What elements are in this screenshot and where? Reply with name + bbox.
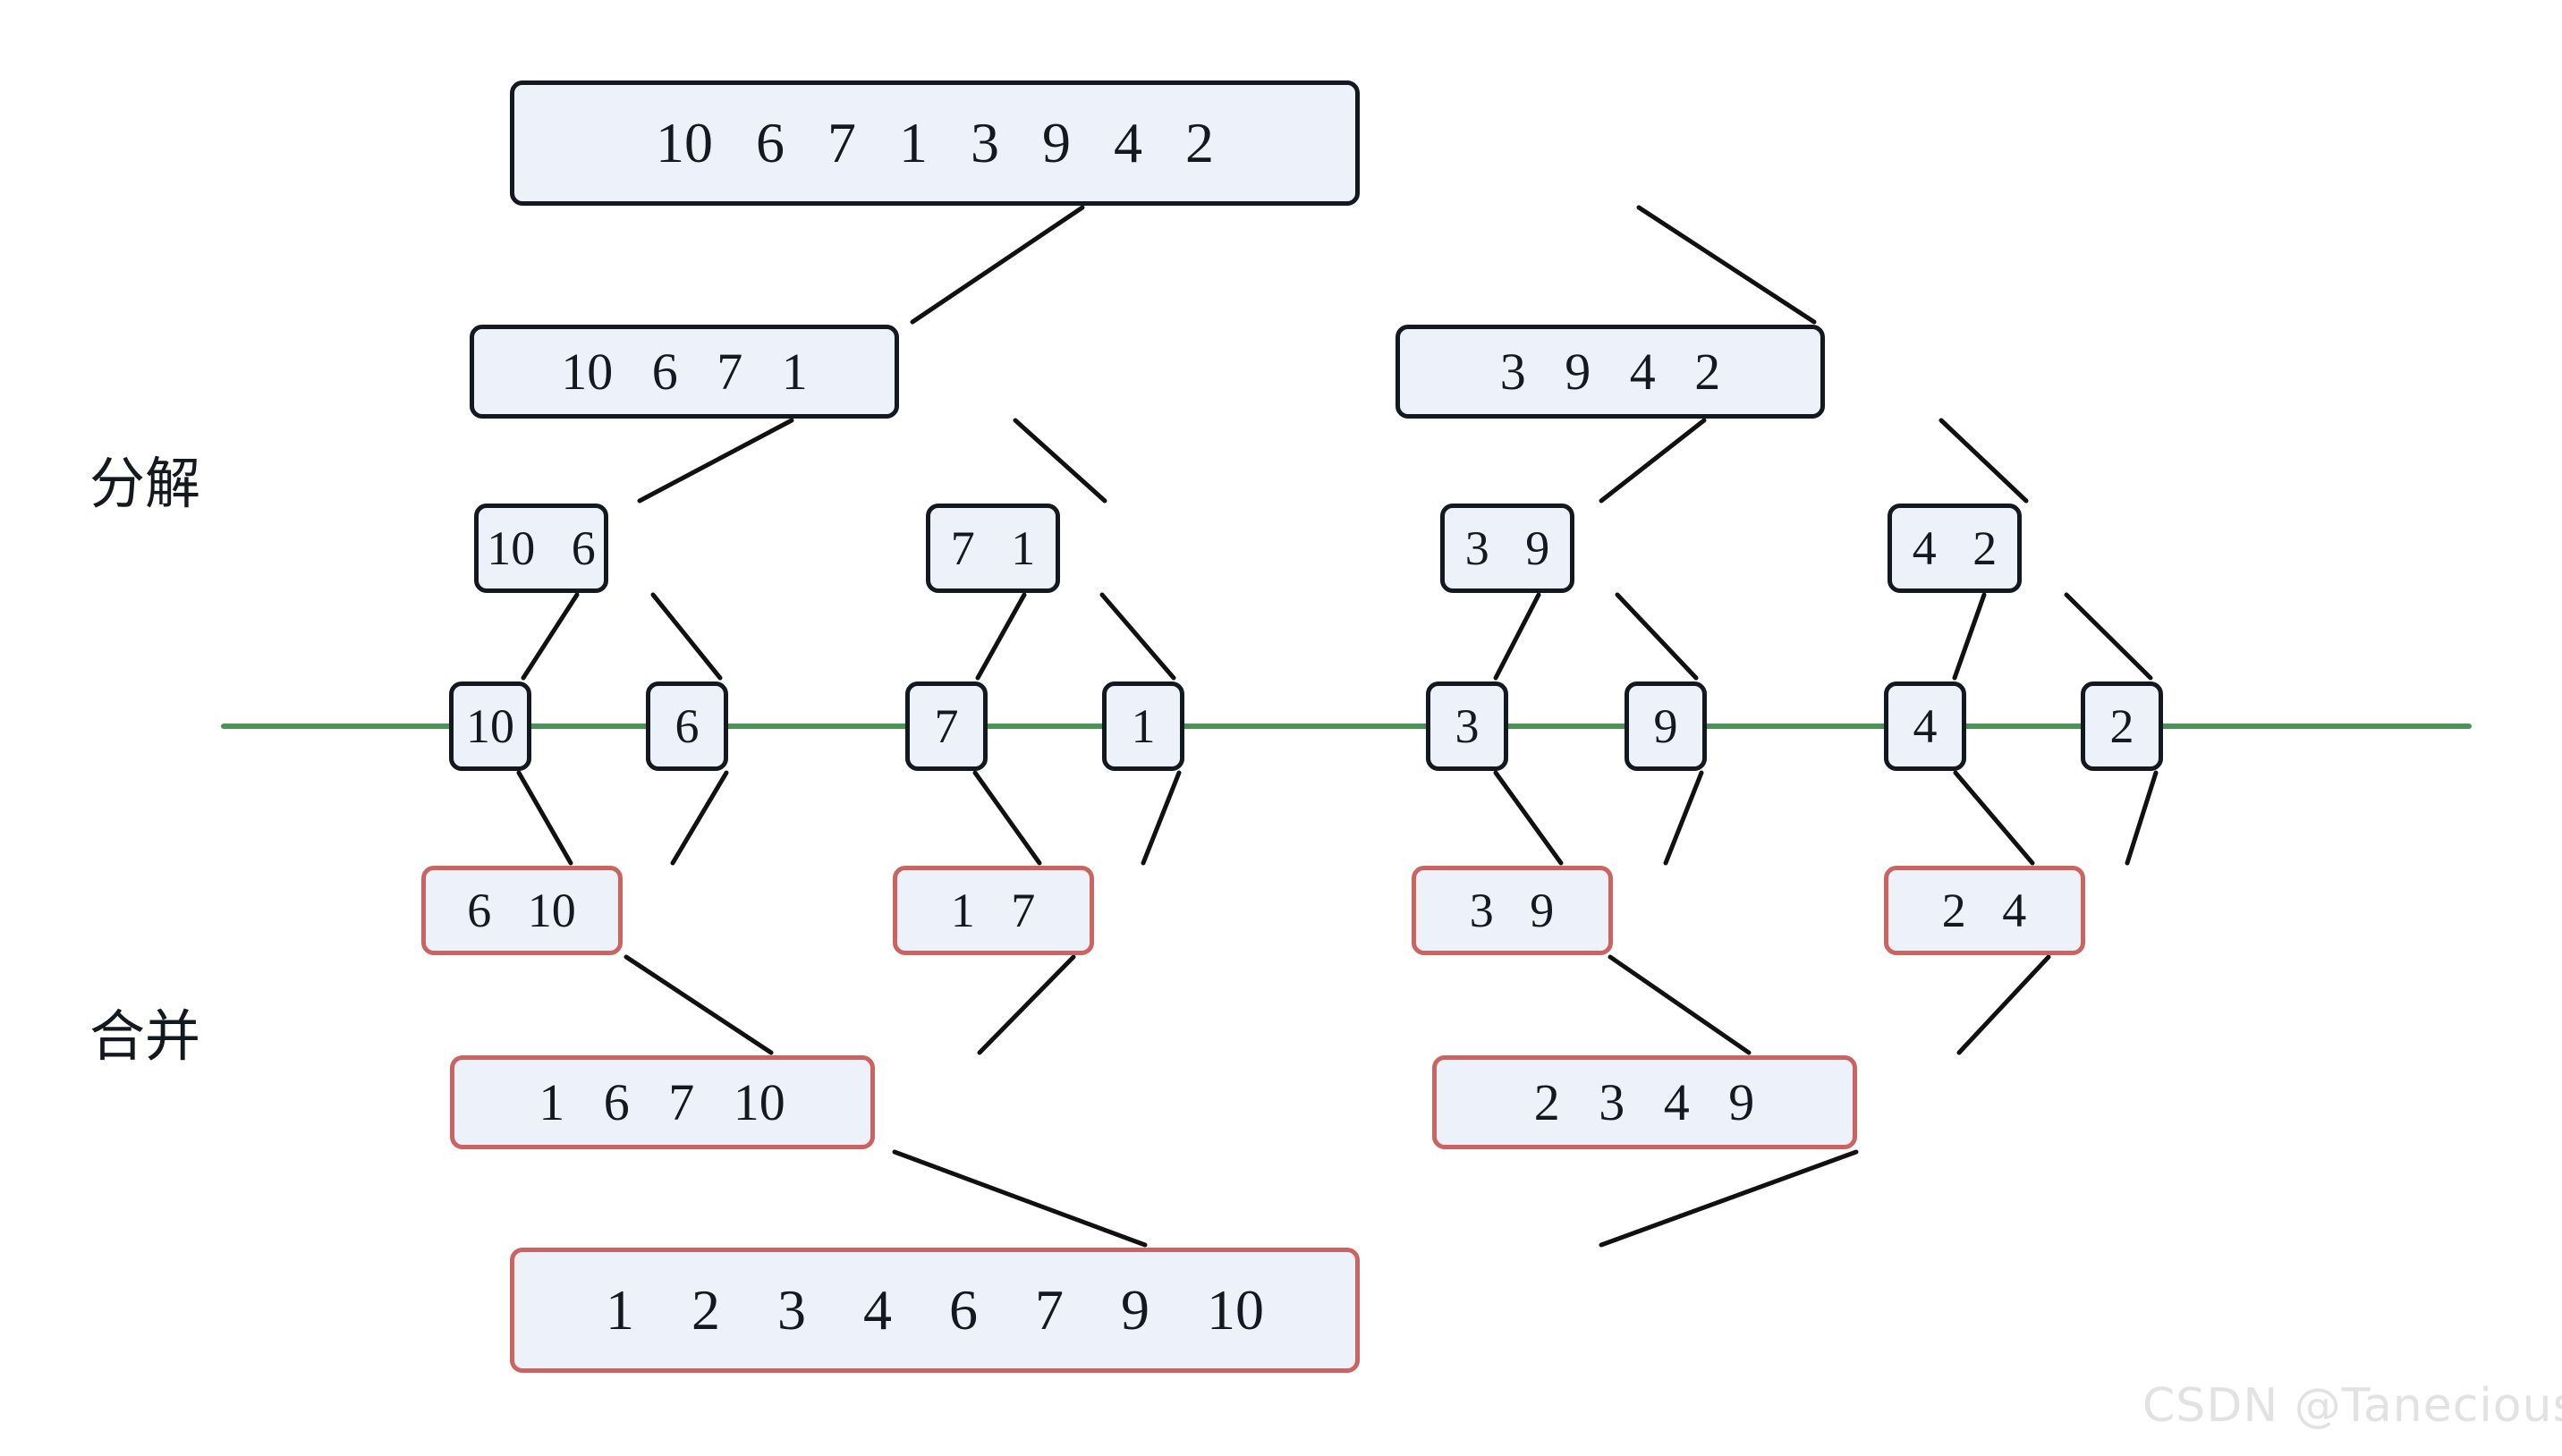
array-node-leaf-4: 1 [1102,681,1184,771]
connector-d1-l-to-d2-1 [637,418,794,504]
array-node-values: 4 [1913,699,1938,753]
array-node-d1-r: 3 9 4 2 [1396,325,1825,419]
array-node-d2-1: 10 6 [474,504,608,593]
connector-leaf-6-to-m1-3 [1663,770,1704,866]
phase-label-decompose: 分解 [89,451,201,516]
connector-d2-2-to-leaf-4 [1099,592,1176,681]
array-node-values: 6 10 [467,884,576,937]
array-node-leaf-2: 6 [646,681,728,771]
array-node-d2-2: 7 1 [926,504,1060,593]
array-node-values: 10 6 7 1 3 9 4 2 [656,111,1214,174]
array-node-m2-l: 1 6 7 10 [449,1055,875,1149]
array-node-values: 6 [674,699,700,753]
connector-leaf-8-to-m1-4 [2125,770,2159,866]
array-node-leaf-6: 9 [1625,681,1707,771]
connector-m1-2-to-m2-l [977,954,1076,1055]
array-node-m2-r: 2 3 4 9 [1431,1055,1857,1149]
array-node-values: 2 3 4 9 [1533,1073,1755,1131]
phase-label-merge: 合并 [89,1003,201,1069]
array-node-values: 2 [2109,699,2134,753]
array-node-values: 10 [466,699,514,753]
array-node-root: 10 6 7 1 3 9 4 2 [510,80,1360,206]
connector-d1-r-to-d2-3 [1599,418,1707,504]
array-node-values: 10 6 7 1 [561,343,808,401]
connector-m2-l-to-final [892,1149,1148,1248]
connector-m1-4-to-m2-r [1956,954,2051,1055]
connector-leaf-5-to-m1-3 [1493,770,1564,866]
array-node-values: 7 [934,699,959,753]
connector-d2-2-to-leaf-3 [975,592,1027,681]
array-node-leaf-1: 10 [449,681,531,771]
array-node-m1-4: 2 4 [1883,866,2085,955]
connector-d2-3-to-leaf-5 [1493,592,1541,681]
connector-m1-1-to-m2-l [624,954,774,1055]
connector-m1-3-to-m2-r [1608,954,1752,1055]
array-node-leaf-7: 4 [1884,681,1966,771]
connector-leaf-4-to-m1-2 [1141,770,1182,866]
array-node-values: 2 4 [1941,884,2027,937]
array-node-values: 7 1 [950,521,1036,575]
connector-root-to-d1-l [910,205,1085,325]
array-node-values: 1 [1131,699,1156,753]
connector-d2-1-to-leaf-1 [521,592,580,681]
array-node-m1-1: 6 10 [420,866,623,955]
array-node-values: 1 2 3 4 6 7 9 10 [606,1278,1264,1342]
connector-leaf-7-to-m1-4 [1953,770,2035,866]
connector-leaf-1-to-m1-1 [516,770,573,866]
connector-d1-l-to-d2-2 [1013,418,1107,504]
array-node-m1-2: 1 7 [892,866,1094,955]
watermark-text: CSDN @Tanecious. [2142,1379,2562,1433]
array-node-values: 9 [1653,699,1678,753]
connector-d2-4-to-leaf-8 [2064,592,2153,681]
array-node-values: 3 [1455,699,1480,753]
array-node-values: 1 6 7 10 [539,1073,785,1131]
connector-m2-r-to-final [1599,1149,1859,1248]
connector-d2-3-to-leaf-6 [1615,592,1699,681]
connector-d1-r-to-d2-4 [1938,418,2029,504]
array-node-m1-3: 3 9 [1411,866,1613,955]
array-node-d2-4: 4 2 [1888,504,2022,593]
array-node-values: 10 6 [487,521,596,575]
connector-leaf-2-to-m1-1 [670,770,729,866]
array-node-values: 3 9 4 2 [1499,343,1721,401]
array-node-d2-3: 3 9 [1440,504,1574,593]
array-node-values: 4 2 [1912,521,1998,575]
array-node-final: 1 2 3 4 6 7 9 10 [510,1248,1360,1373]
array-node-d1-l: 10 6 7 1 [470,325,899,419]
connector-d2-4-to-leaf-7 [1952,592,1987,681]
connector-leaf-3-to-m1-2 [972,770,1042,866]
array-node-leaf-3: 7 [905,681,988,771]
connector-root-to-d1-r [1636,205,1817,325]
array-node-values: 1 7 [950,884,1036,937]
array-node-values: 3 9 [1469,884,1555,937]
array-node-values: 3 9 [1464,521,1550,575]
array-node-leaf-5: 3 [1426,681,1508,771]
connector-d2-1-to-leaf-2 [650,592,723,681]
array-node-leaf-8: 2 [2081,681,2163,771]
